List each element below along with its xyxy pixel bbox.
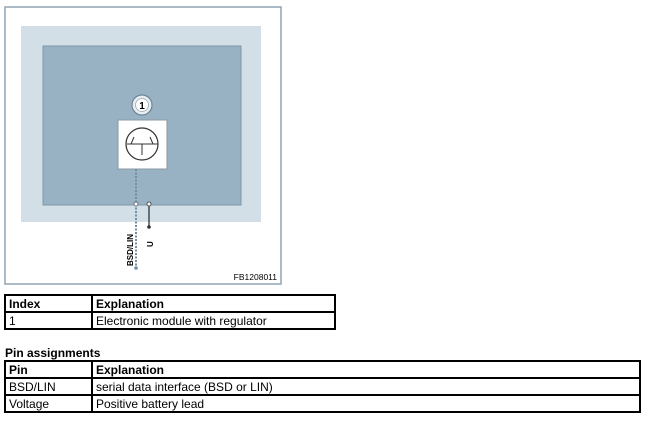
component-diagram: 1 BSD/LIN U FB1208011 (4, 6, 282, 285)
table-row: 1 Electronic module with regulator (4, 311, 336, 330)
index-cell: 1 (4, 311, 93, 330)
index-header-index: Index (4, 294, 93, 313)
pin-cell: BSD/LIN (4, 377, 93, 396)
pins-header-pin: Pin (4, 360, 93, 379)
table-row: BSD/LIN serial data interface (BSD or LI… (4, 377, 641, 396)
index-table: Index Explanation 1 Electronic module wi… (4, 294, 336, 330)
bsd-lin-pin-bottom (134, 266, 138, 270)
bsd-lin-pin-top (133, 201, 139, 207)
index-table-header: Index Explanation (4, 294, 336, 313)
u-pin-bottom (147, 225, 151, 229)
index-badge-number: 1 (139, 101, 145, 112)
index-badge: 1 (131, 94, 153, 116)
bsd-lin-label: BSD/LIN (126, 234, 135, 266)
explanation-cell: Positive battery lead (91, 394, 641, 413)
pin-assignments-table: Pin Explanation BSD/LIN serial data inte… (4, 360, 641, 413)
pins-header-explanation: Explanation (91, 360, 641, 379)
pin-assignments-heading: Pin assignments (5, 346, 101, 360)
index-header-explanation: Explanation (91, 294, 336, 313)
pin-cell: Voltage (4, 394, 93, 413)
u-label: U (146, 241, 155, 247)
explanation-cell: serial data interface (BSD or LIN) (91, 377, 641, 396)
explanation-cell: Electronic module with regulator (91, 311, 336, 330)
figure-code: FB1208011 (234, 272, 278, 282)
table-row: Voltage Positive battery lead (4, 394, 641, 413)
pins-table-header: Pin Explanation (4, 360, 641, 379)
u-pin-top (146, 201, 152, 207)
regulator-symbol-icon (125, 127, 159, 161)
